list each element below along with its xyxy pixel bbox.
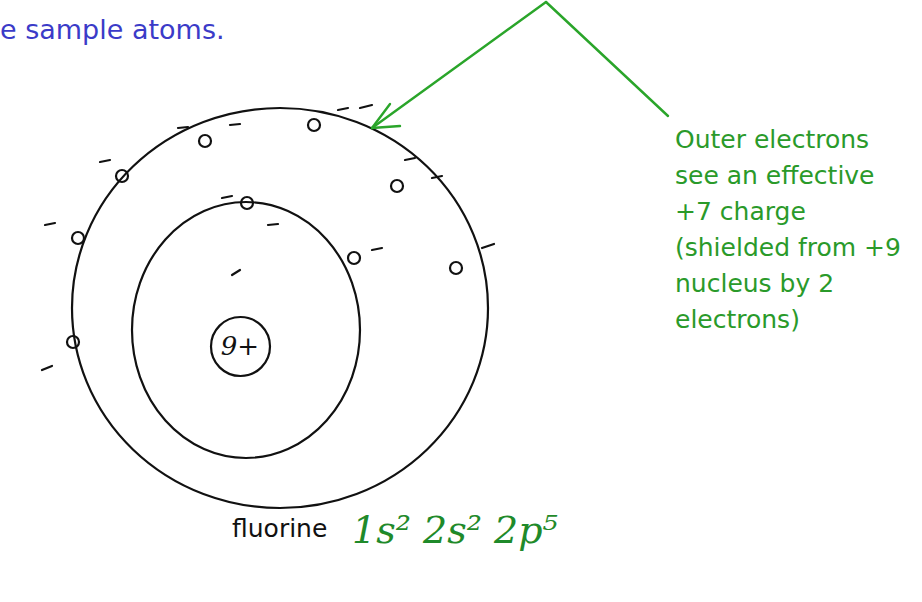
nucleus-circle: 9+ [209, 315, 272, 378]
nucleus-charge: 9+ [221, 331, 259, 361]
callout-note: Outer electrons see an effective +7 char… [675, 122, 910, 338]
outer-shell [72, 108, 488, 508]
element-name: fluorine [232, 514, 327, 543]
inner-shell [132, 202, 360, 458]
heading-text: e sample atoms. [0, 14, 225, 45]
electron-configuration: 1s² 2s² 2p⁵ [352, 508, 558, 552]
